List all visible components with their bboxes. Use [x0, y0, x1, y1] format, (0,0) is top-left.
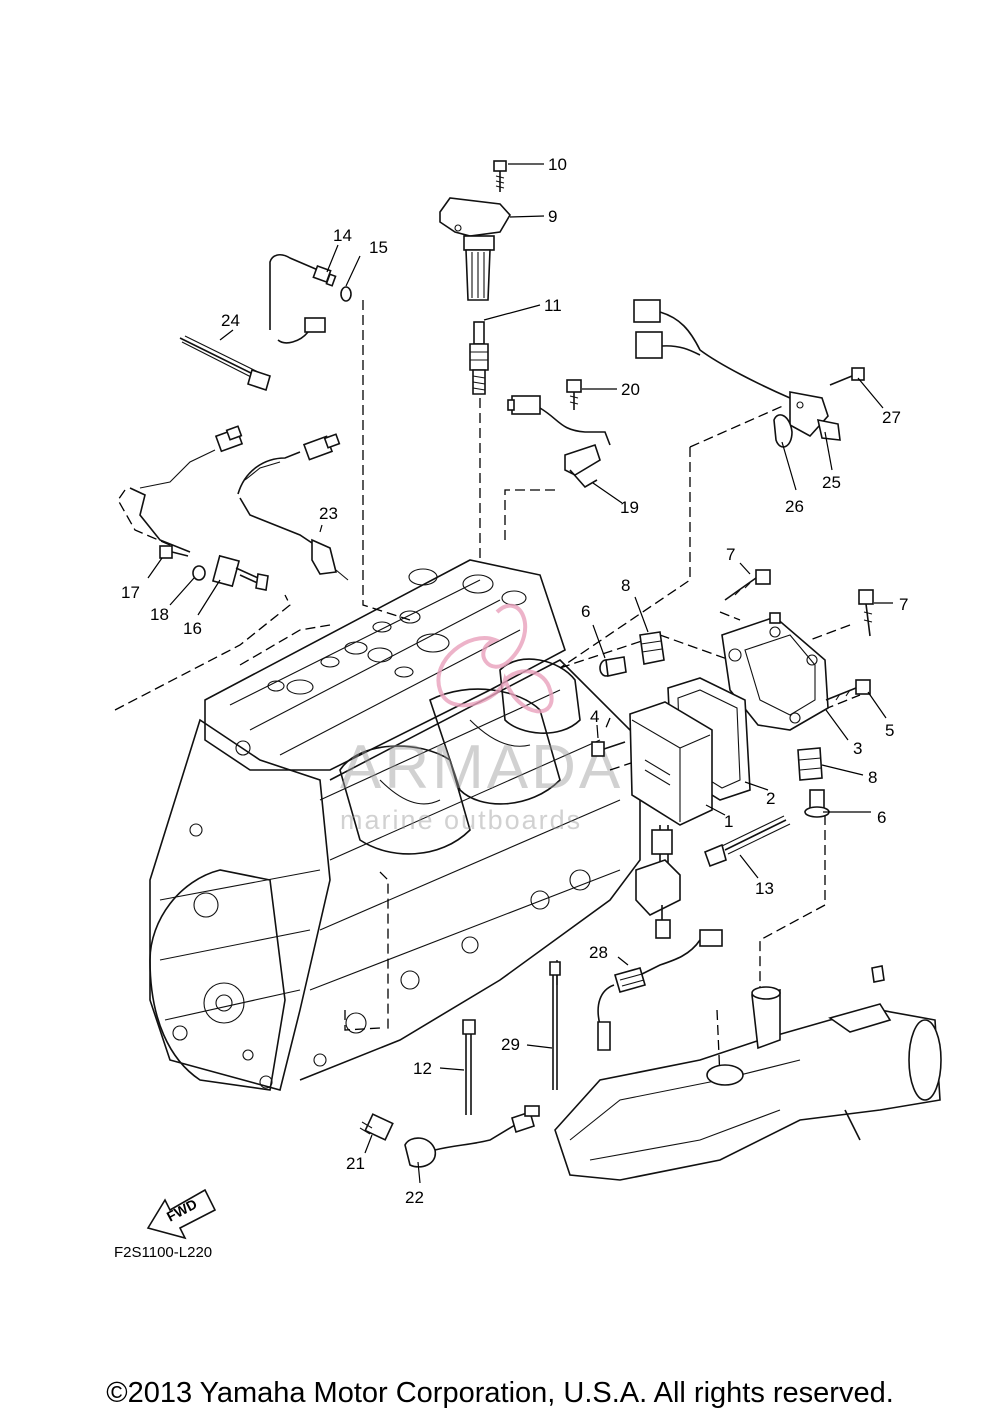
callout-12: 12 [413, 1059, 432, 1078]
part-24-cable-tie [179, 335, 271, 392]
callout-numbers: 10 9 14 15 24 11 20 27 25 26 19 23 7 7 1… [121, 155, 908, 1207]
part-19-sensor [507, 395, 611, 489]
callout-3: 3 [853, 739, 862, 758]
engine-block [149, 559, 641, 1091]
part-22-knock-sensor [404, 1105, 540, 1168]
callout-14: 14 [333, 226, 352, 245]
part-13-cable-tie [703, 815, 791, 868]
callout-17: 17 [121, 583, 140, 602]
part-12-cable-tie [462, 1019, 476, 1115]
leader-lines [147, 163, 893, 1184]
callout-21: 21 [346, 1154, 365, 1173]
intake-assembly [554, 965, 942, 1181]
watermark-tagline: marine outboards [340, 805, 582, 835]
callout-23: 23 [319, 504, 338, 523]
callout-25: 25 [822, 473, 841, 492]
watermark-logo [436, 603, 554, 714]
part-16-sensor-harness [129, 425, 269, 591]
watermark: ARMADA marine outboards [340, 603, 623, 835]
part-27-bolt [829, 367, 865, 386]
callout-29: 29 [501, 1035, 520, 1054]
part-11-spark-plug [469, 321, 489, 395]
callout-24: 24 [221, 311, 240, 330]
callout-7-a: 7 [726, 545, 735, 564]
part-17-bolt [159, 545, 189, 559]
part-7-bolt-b [858, 589, 874, 637]
drawing-code: F2S1100-L220 [114, 1244, 213, 1261]
part-29-cable-tie [549, 961, 561, 1090]
part-20-bolt [566, 379, 582, 410]
copyright-notice: ©2013 Yamaha Motor Corporation, U.S.A. A… [106, 1377, 894, 1409]
callout-18: 18 [150, 605, 169, 624]
part-1-control-unit [629, 701, 713, 939]
callout-15: 15 [369, 238, 388, 257]
callout-16: 16 [183, 619, 202, 638]
callout-5: 5 [885, 721, 894, 740]
callout-6-a: 6 [581, 602, 590, 621]
callout-9: 9 [548, 207, 557, 226]
callout-8-a: 8 [621, 576, 630, 595]
part-10-bolt [493, 160, 507, 192]
part-5-bolt [825, 679, 871, 701]
callout-10: 10 [548, 155, 567, 174]
part-7-bolt-a [724, 569, 771, 601]
part-23-sensor [237, 433, 349, 581]
part-14-sensor-harness [269, 253, 337, 344]
part-15-washer [340, 286, 352, 302]
fwd-arrow: FWD [146, 1188, 217, 1240]
callout-22: 22 [405, 1188, 424, 1207]
callout-2: 2 [766, 789, 775, 808]
watermark-brand: ARMADA [340, 733, 623, 802]
callout-4: 4 [590, 707, 599, 726]
part-4-bolt [591, 741, 626, 757]
part-18-washer [192, 565, 206, 581]
callout-1: 1 [724, 812, 733, 831]
part-8-grommet-b [797, 747, 823, 781]
part-26-o-ring [773, 414, 793, 448]
callout-11: 11 [544, 296, 562, 315]
callout-20: 20 [621, 380, 640, 399]
parts: FWD [129, 160, 942, 1240]
part-9-ignition-coil [439, 197, 511, 301]
callout-26: 26 [785, 497, 804, 516]
callout-19: 19 [620, 498, 639, 517]
callout-6-b: 6 [877, 808, 886, 827]
callout-8-b: 8 [868, 768, 877, 787]
callout-7-b: 7 [899, 595, 908, 614]
callout-27: 27 [882, 408, 901, 427]
callout-13: 13 [755, 879, 774, 898]
part-6-collar-b [804, 789, 830, 818]
callout-28: 28 [589, 943, 608, 962]
part-6-collar-a [599, 656, 627, 677]
part-28-temp-sensor [597, 929, 723, 1051]
part-8-grommet-a [639, 631, 665, 665]
part-21-pressure-sensor [359, 1113, 394, 1141]
part-25-crank-sensor [633, 299, 841, 441]
